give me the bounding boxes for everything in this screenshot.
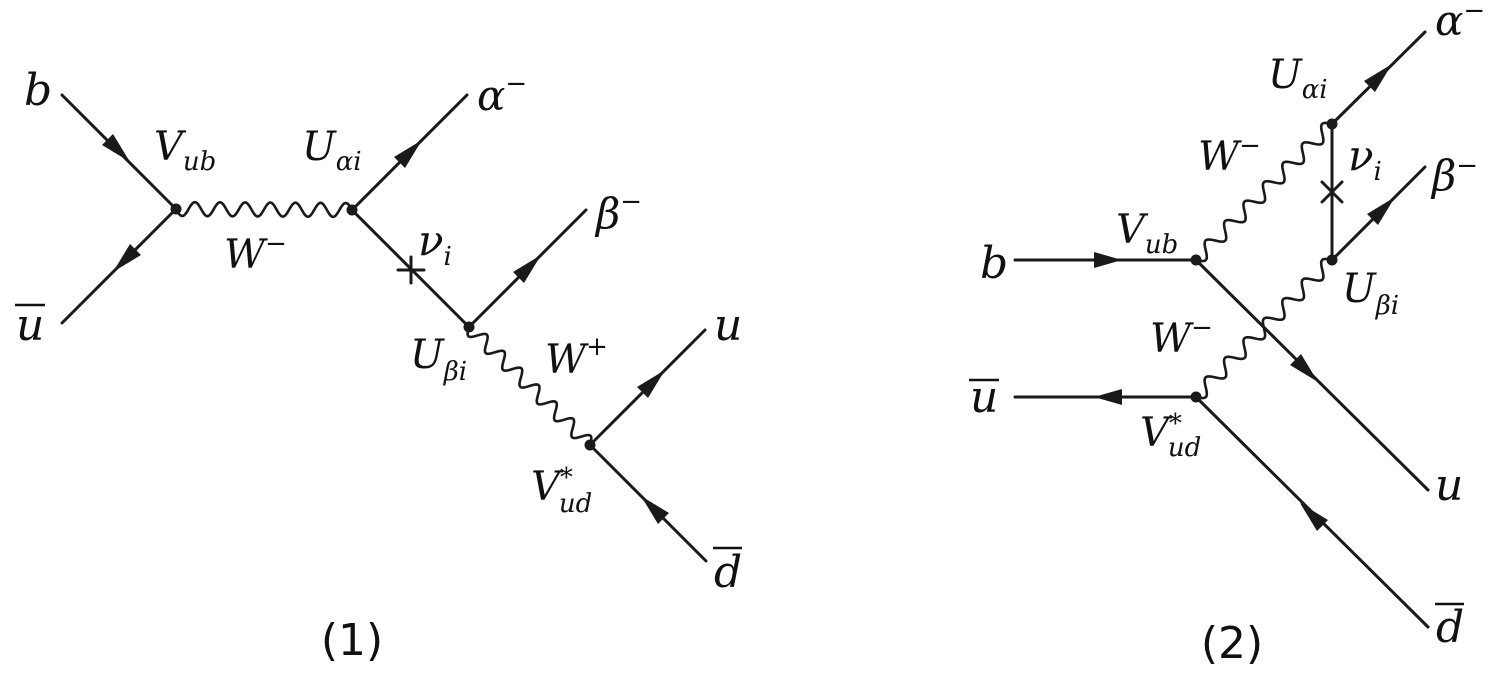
label-u-beta: Uβi — [410, 332, 467, 387]
label-w-minus-bottom: W− — [1150, 313, 1213, 362]
w-minus-boson-top-2 — [1195, 121, 1333, 263]
caption-2: (2) — [1201, 618, 1263, 669]
label-u: u — [1435, 460, 1463, 511]
label-nu: νi — [418, 216, 452, 272]
vertex-dot — [170, 203, 182, 215]
arrow-icon — [113, 244, 141, 272]
arrow-icon — [102, 134, 130, 162]
label-ubar: u — [15, 300, 45, 351]
label-vub: Vub — [154, 124, 216, 177]
label-nu: νi — [1348, 131, 1382, 187]
w-minus-boson-1 — [174, 200, 354, 219]
arrow-icon — [1290, 354, 1318, 382]
label-w-plus: W+ — [545, 332, 608, 383]
svg-text:d: d — [714, 547, 742, 598]
arrow-icon — [1094, 389, 1122, 405]
diagram-1: b u Vub W− Uαi α− νi β− Uβi W+ u V*ud d … — [15, 65, 742, 666]
label-u-alpha: Uαi — [1268, 52, 1328, 105]
svg-text:u: u — [16, 300, 44, 351]
label-beta: β− — [594, 187, 642, 238]
label-w-minus: W− — [224, 229, 287, 278]
w-plus-boson-1 — [466, 326, 593, 446]
arrow-icon — [513, 255, 541, 283]
arrow-icon — [637, 370, 665, 398]
label-dbar: d — [1435, 602, 1464, 653]
arrow-icon — [641, 496, 669, 524]
majorana-cross-icon — [396, 255, 426, 285]
svg-text:u: u — [970, 372, 998, 423]
label-b: b — [980, 238, 1008, 289]
majorana-cross-icon — [1320, 180, 1344, 204]
label-b: b — [24, 65, 52, 116]
diagram-2: α− Uαi W− νi β− Vub b Uβi W− u V*ud u d … — [969, 0, 1485, 669]
vertex-dot — [1326, 118, 1338, 130]
vertex-dot — [463, 321, 475, 333]
svg-text:d: d — [1436, 602, 1464, 653]
label-alpha: α− — [1435, 0, 1485, 45]
caption-1: (1) — [321, 615, 383, 666]
label-dbar: d — [713, 546, 742, 598]
label-u: u — [714, 300, 742, 351]
label-vub: Vub — [1116, 207, 1178, 260]
arrow-icon — [1367, 197, 1395, 225]
label-u-beta: Uβi — [1342, 266, 1399, 321]
label-beta: β− — [1430, 151, 1478, 200]
arrow-icon — [1364, 64, 1392, 92]
vertex-dot — [584, 439, 596, 451]
label-vud: V*ud — [531, 463, 592, 519]
vertex-dot — [1190, 391, 1202, 403]
arrow-icon — [1094, 252, 1122, 268]
w-minus-boson-bottom-2 — [1195, 257, 1333, 400]
label-vud: V*ud — [1140, 409, 1201, 463]
vertex-dot — [1190, 254, 1202, 266]
label-w-minus-top: W− — [1198, 131, 1261, 180]
label-u-alpha: Uαi — [302, 124, 362, 177]
arrow-icon — [1300, 503, 1328, 531]
label-alpha: α− — [477, 69, 527, 120]
vertex-dot — [1326, 254, 1338, 266]
arrow-icon — [394, 140, 422, 168]
vertex-dot — [346, 204, 358, 216]
label-ubar: u — [969, 372, 999, 423]
